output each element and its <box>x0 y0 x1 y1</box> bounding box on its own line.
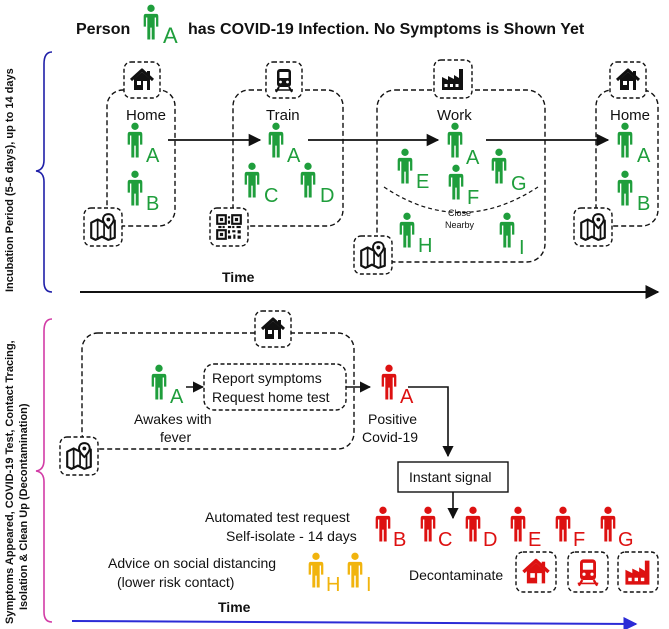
person-label: F <box>573 529 585 551</box>
person-icon <box>447 122 463 158</box>
person-icon <box>127 122 143 158</box>
person-label: I <box>519 237 525 259</box>
incubation-period-label: Incubation Period (5-6 days), up to 14 d… <box>4 68 16 292</box>
top-time-label: Time <box>222 269 255 285</box>
header-prefix: Person <box>76 21 130 38</box>
work-tracker-frame <box>353 235 393 275</box>
person-icon <box>397 148 413 184</box>
person-label: D <box>320 185 334 207</box>
symptoms-side-label-2: Isolation & Clean Up (Decontamination) <box>18 403 30 610</box>
decon-train-frame <box>567 551 609 593</box>
location-label-home-2: Home <box>610 107 650 124</box>
location-label-work: Work <box>437 107 472 124</box>
advice-line-1: Advice on social distancing <box>108 555 276 571</box>
home-1-tracker-frame <box>83 207 123 247</box>
person-icon <box>491 148 507 184</box>
work-icon-frame <box>433 59 473 99</box>
person-label: A <box>466 147 480 169</box>
person-label: H <box>418 235 432 257</box>
person-label: B <box>393 529 406 551</box>
person-label: G <box>511 173 527 195</box>
arrow-to-signal <box>408 386 454 458</box>
header-person-label: A <box>163 23 178 48</box>
person-label: B <box>637 193 650 215</box>
bottom-home-icon-frame <box>254 310 292 348</box>
home-1-icon-frame <box>123 61 161 99</box>
person-label: H <box>326 574 340 596</box>
person-label: A <box>170 386 184 408</box>
location-box-train <box>232 89 344 227</box>
person-icon <box>617 122 633 158</box>
train-tracker-frame <box>209 207 249 247</box>
header-person-icon <box>143 4 159 40</box>
person-icon <box>127 170 143 206</box>
bottom-time-label: Time <box>218 599 251 615</box>
close-label: Close <box>448 208 471 218</box>
person-label: E <box>528 529 541 551</box>
isolated-contacts: B C D E F G <box>375 506 634 551</box>
symptoms-side-label-1: Symptoms Appeared, COVID-19 Test, Contac… <box>4 340 16 624</box>
person-icon <box>347 552 363 588</box>
person-icon <box>375 506 391 542</box>
person-icon <box>465 506 481 542</box>
person-icon <box>420 506 436 542</box>
person-icon <box>499 212 515 248</box>
close-contact-arc <box>383 186 539 214</box>
location-box-home-2 <box>595 89 659 227</box>
instant-signal-box <box>397 461 509 493</box>
home-2-tracker-frame <box>573 207 613 247</box>
person-icon <box>300 162 316 198</box>
person-icon <box>381 364 397 400</box>
advice-line-2: (lower risk contact) <box>117 574 234 590</box>
person-label: A <box>146 145 160 167</box>
person-label: D <box>483 529 497 551</box>
automated-line-1: Automated test request <box>205 509 350 525</box>
positive-line-2: Covid-19 <box>362 429 418 445</box>
instant-signal-label: Instant signal <box>409 469 492 485</box>
person-icon <box>600 506 616 542</box>
header-suffix: has COVID-19 Infection. No Symptoms is S… <box>188 21 585 38</box>
person-icon <box>151 364 167 400</box>
person-icon <box>308 552 324 588</box>
incubation-brace <box>35 51 53 293</box>
automated-line-2: Self-isolate - 14 days <box>226 528 357 544</box>
person-label: A <box>637 145 651 167</box>
person-icon <box>448 164 464 200</box>
home-box-bottom <box>81 332 355 450</box>
decon-home-frame <box>515 551 557 593</box>
report-line-2: Request home test <box>212 389 330 405</box>
decontaminate-label: Decontaminate <box>409 567 503 583</box>
awakes-line-1: Awakes with <box>134 411 212 427</box>
symptoms-brace <box>35 318 53 623</box>
person-icon <box>399 212 415 248</box>
person-icon <box>268 122 284 158</box>
train-icon-frame <box>265 61 303 99</box>
person-icon <box>555 506 571 542</box>
bottom-time-axis <box>71 616 638 629</box>
person-label: I <box>366 574 372 596</box>
person-label: A <box>287 145 301 167</box>
home-2-icon-frame <box>609 61 647 99</box>
person-label: G <box>618 529 634 551</box>
person-icon <box>244 162 260 198</box>
person-icon <box>510 506 526 542</box>
positive-line-1: Positive <box>368 411 417 427</box>
person-label: E <box>416 171 429 193</box>
person-label: B <box>146 193 159 215</box>
person-label: C <box>264 185 278 207</box>
location-label-home-1: Home <box>126 107 166 124</box>
report-line-1: Report symptoms <box>212 370 322 386</box>
bottom-tracker-frame <box>59 436 99 476</box>
nearby-label: Nearby <box>445 220 475 230</box>
person-label: C <box>438 529 452 551</box>
decon-factory-frame <box>617 551 659 593</box>
awakes-line-2: fever <box>160 429 191 445</box>
person-icon <box>617 170 633 206</box>
person-label: F <box>467 187 479 209</box>
location-label-train: Train <box>266 107 300 124</box>
positive-person-label: A <box>400 386 414 408</box>
